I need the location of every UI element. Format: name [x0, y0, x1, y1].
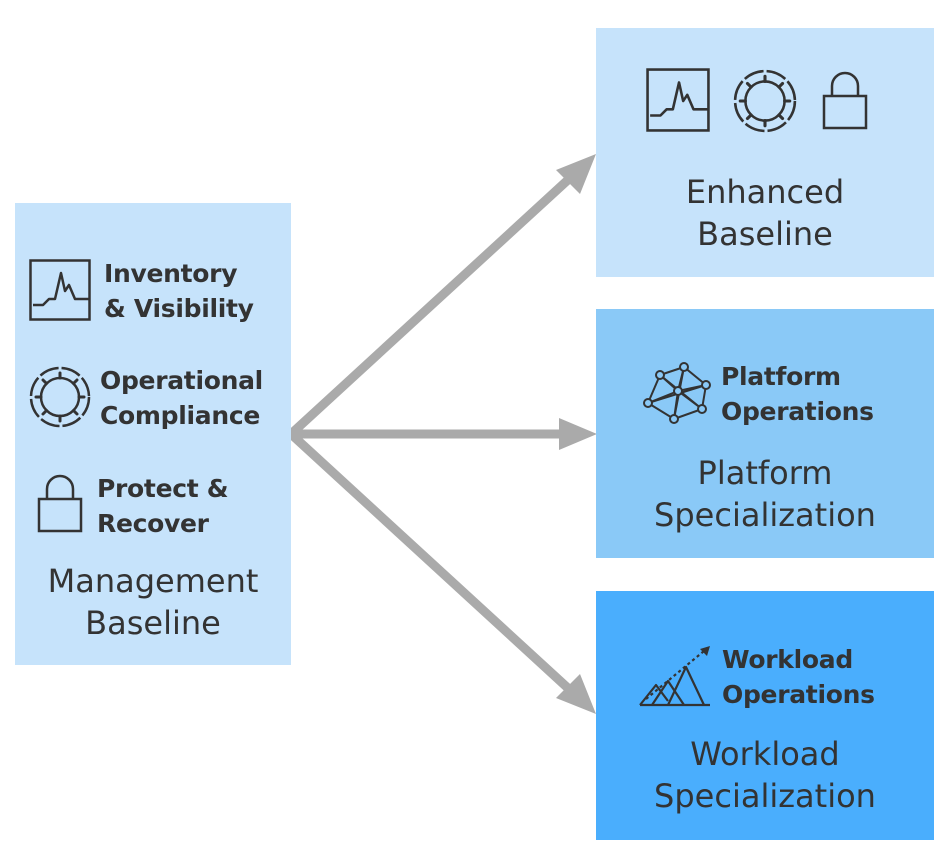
growth-trend-icon — [639, 646, 710, 707]
platform-operations-label-line1: Platform — [721, 362, 841, 391]
workload-operations-label-line1: Workload — [722, 645, 853, 674]
lock-icon — [37, 474, 83, 533]
network-nodes-icon — [643, 362, 711, 424]
compliance-gear-icon — [733, 69, 797, 133]
workload-specialization-title-line1: Workload — [690, 735, 840, 773]
management-baseline-title-line2: Baseline — [85, 604, 221, 642]
arrow-to-workload — [286, 429, 575, 695]
platform-specialization-title-line2: Specialization — [654, 496, 876, 534]
protect-recover-label-line1: Protect & — [97, 474, 229, 503]
workload-specialization-title-line2: Specialization — [654, 777, 876, 815]
management-baseline-box: Inventory & Visibility Operational Compl… — [15, 203, 291, 665]
management-baseline-title-line1: Management — [47, 562, 259, 600]
operational-compliance-label-line1: Operational — [100, 366, 263, 395]
activity-chart-icon — [646, 68, 710, 132]
arrow-to-enhanced — [286, 173, 575, 439]
platform-specialization-box: Platform Operations Platform Specializat… — [596, 309, 934, 558]
workload-specialization-box: Workload Operations Workload Specializat… — [596, 591, 934, 840]
enhanced-baseline-title-line2: Baseline — [697, 215, 833, 253]
activity-chart-icon — [29, 259, 91, 321]
arrowhead-platform — [559, 418, 597, 450]
arrowhead-enhanced — [556, 154, 596, 194]
workload-operations-label-line2: Operations — [722, 680, 875, 709]
operational-compliance-label-line2: Compliance — [100, 401, 261, 430]
inventory-visibility-label-line2: & Visibility — [104, 294, 254, 323]
protect-recover-label-line2: Recover — [97, 509, 209, 538]
arrowhead-workload — [556, 674, 596, 714]
lock-icon — [822, 71, 868, 130]
platform-specialization-title-line1: Platform — [697, 454, 833, 492]
enhanced-baseline-box: Enhanced Baseline — [596, 28, 934, 277]
enhanced-baseline-title-line1: Enhanced — [685, 173, 845, 211]
inventory-visibility-label-line1: Inventory — [104, 259, 238, 288]
compliance-gear-icon — [29, 366, 91, 428]
platform-operations-label-line2: Operations — [721, 397, 874, 426]
